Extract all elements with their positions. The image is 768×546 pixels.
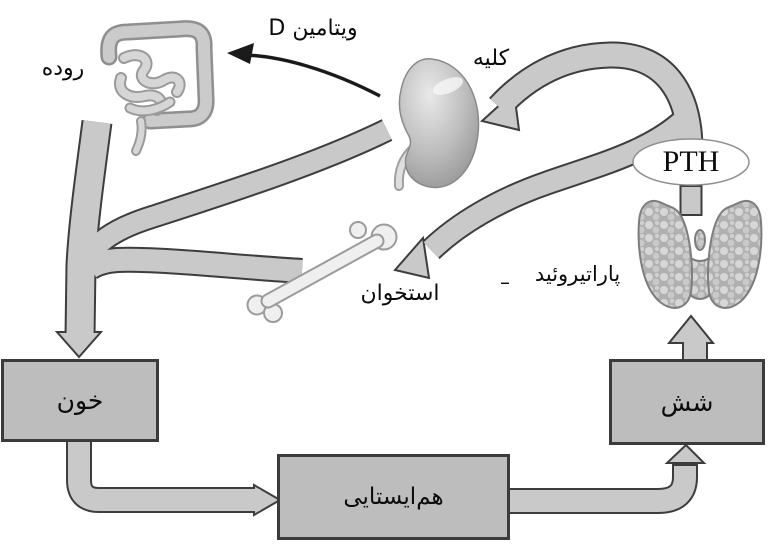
kidney-image [393, 58, 480, 191]
pth-label: PTH [662, 145, 720, 178]
shesh-box: شش [609, 359, 765, 445]
blood-box-label: خون [56, 386, 104, 415]
label-vitamin-d: ویتامین D [268, 16, 358, 41]
parathyroid-tick: – [500, 270, 510, 294]
blood-to-homeostasis-arrow [66, 438, 283, 517]
shesh-arrowhead [664, 443, 707, 464]
homeostasis-to-shesh-arrow [506, 443, 707, 514]
shesh-box-label: شش [660, 387, 714, 417]
label-intestine: روده [41, 56, 85, 81]
pth-gland-connector [679, 185, 703, 216]
parathyroid-arrowhead [666, 314, 716, 344]
parathyroid-image [637, 199, 763, 309]
label-bone: استخوان [360, 281, 440, 306]
label-kidney: کلیه [472, 46, 510, 71]
homeostasis-box: هم‌ایستایی [277, 454, 510, 540]
label-parathyroid: پاراتیروئید [534, 262, 621, 286]
bone-arrowhead [393, 235, 431, 280]
shesh-to-parathyroid-arrow [666, 314, 716, 362]
pth-oval [632, 138, 750, 186]
to-blood-arrows [54, 119, 393, 359]
intestine-image [100, 20, 215, 156]
homeostasis-box-label: هم‌ایستایی [343, 483, 444, 510]
vitamin-d-arrow [227, 43, 381, 98]
blood-box: خون [1, 359, 159, 442]
bone-image [246, 221, 398, 323]
